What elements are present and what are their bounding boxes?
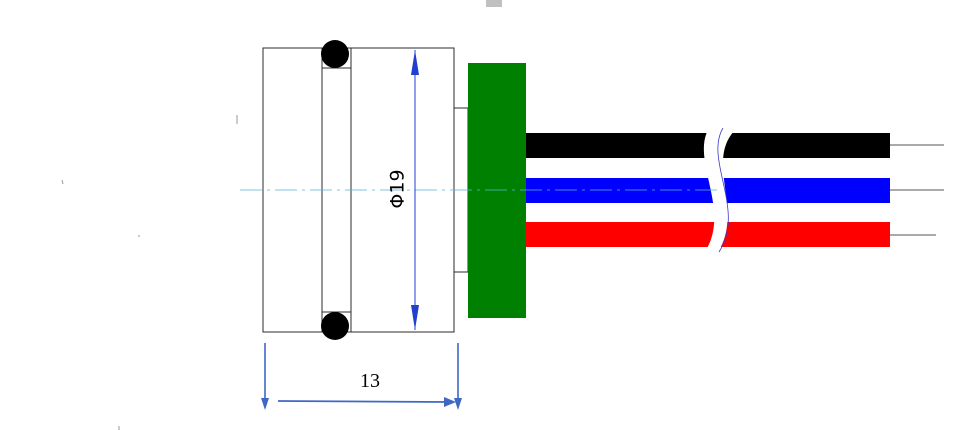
length-label: 13: [360, 370, 380, 392]
wire-leads: [890, 144, 944, 236]
pcb-board: [468, 63, 526, 318]
red-wire: [526, 222, 890, 247]
wire-break-gap: [703, 128, 737, 252]
blue-wire: [526, 178, 890, 203]
stray-marks: [61, 115, 238, 430]
diameter-arrow-bottom: [411, 305, 419, 330]
wire-break-line: [717, 127, 729, 253]
o-ring-bottom: [321, 312, 349, 340]
diameter-arrow-top: [411, 50, 419, 75]
diameter-label: Φ19: [387, 169, 409, 208]
top-mark: [486, 0, 502, 7]
length-dimension: [261, 343, 462, 410]
o-ring-top: [321, 40, 349, 68]
